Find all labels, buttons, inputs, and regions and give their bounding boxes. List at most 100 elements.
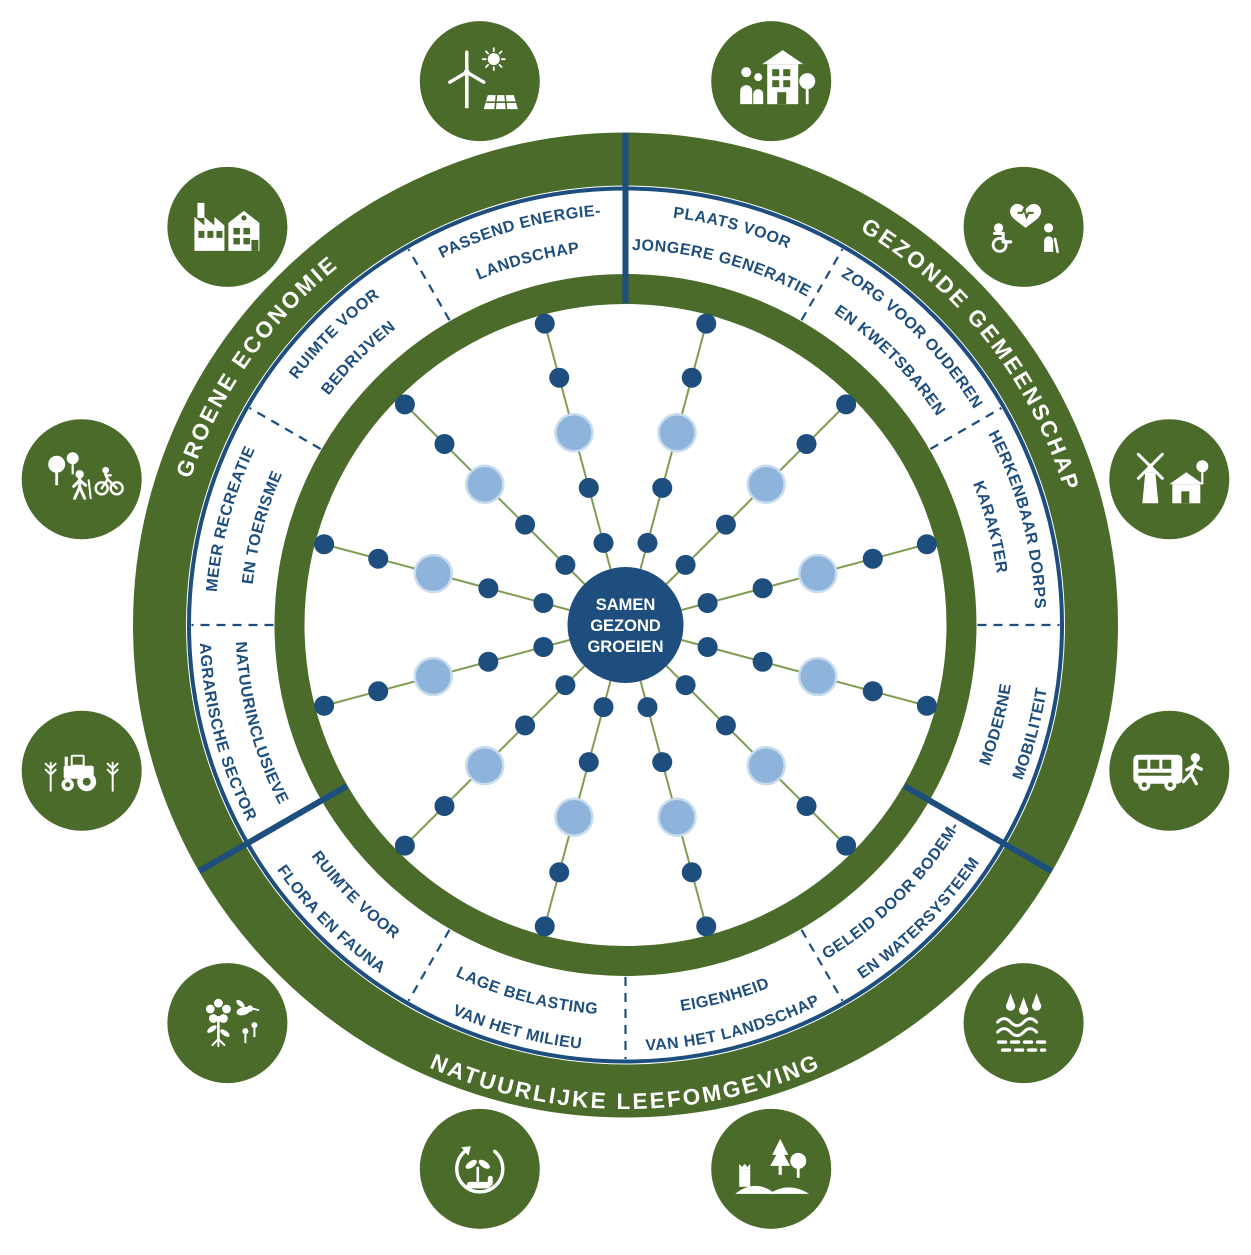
spoke-highlight-dot (413, 553, 454, 594)
spoke-dot (715, 514, 736, 535)
spoke-dot (394, 835, 415, 856)
spoke-dot (836, 835, 857, 856)
spoke-dot (715, 715, 736, 736)
spoke-dot (515, 514, 536, 535)
spoke-highlight-dot (746, 745, 786, 786)
spoke-1 (637, 313, 717, 570)
spoke-2 (665, 394, 857, 585)
spoke-5 (665, 665, 857, 856)
bus-mobility-icon (1109, 710, 1230, 831)
spoke-dot (696, 916, 717, 937)
village-windmill-icon (1109, 419, 1230, 540)
spoke-dot (578, 477, 599, 498)
spoke-dot (675, 554, 696, 575)
recreation-icon (21, 419, 142, 540)
spoke-highlight-dot (413, 656, 454, 697)
spoke-highlight-dot (465, 745, 505, 786)
spoke-8 (394, 665, 586, 856)
segment-label: MODERNE (977, 682, 1015, 768)
spoke-9 (314, 637, 570, 716)
spoke-dot (533, 637, 554, 657)
segment-label: LANDSCHAP (474, 240, 581, 284)
spoke-6 (637, 680, 717, 937)
spoke-dot (752, 578, 773, 599)
spoke-dot (652, 752, 673, 773)
spoke-dot (862, 681, 883, 702)
soil-water-icon (963, 963, 1084, 1084)
spoke-dot (593, 532, 614, 553)
spoke-dot (314, 695, 335, 716)
spoke-dot (434, 433, 455, 454)
spoke-dot (368, 681, 389, 702)
spoke-dot (478, 651, 499, 672)
healthcare-icon (963, 166, 1084, 287)
spoke-dot (478, 578, 499, 599)
tractor-agriculture-icon (21, 710, 142, 831)
spoke-dot (675, 675, 696, 696)
segment-divider (407, 248, 451, 321)
spoke-dot (368, 548, 389, 569)
center-circle (567, 567, 684, 683)
spoke-dot (637, 697, 658, 718)
icon-circle (167, 963, 288, 1084)
icon-circle (963, 166, 1084, 287)
spoke-dot (836, 394, 857, 415)
icon-circle (1109, 419, 1230, 540)
spoke-dot (578, 752, 599, 773)
segment-label: KARAKTER (969, 479, 1010, 575)
spoke-dot (697, 637, 718, 657)
spoke-dot (796, 433, 817, 454)
spoke-dot (916, 534, 937, 555)
spoke-highlight-dot (554, 797, 594, 837)
icon-circle (21, 419, 142, 540)
landscape-trees-icon (711, 1108, 832, 1229)
icon-circle (711, 1108, 832, 1229)
segment-divider (249, 407, 322, 450)
spoke-dot (555, 675, 576, 696)
section-divider (197, 783, 349, 874)
spoke-highlight-dot (797, 656, 838, 697)
flora-fauna-icon (167, 963, 288, 1084)
spoke-dot (533, 593, 554, 613)
spoke-dot (681, 367, 702, 388)
family-housing-icon (711, 21, 832, 142)
spoke-3 (681, 534, 937, 613)
spoke-highlight-dot (657, 797, 697, 837)
spoke-dot (593, 697, 614, 718)
spoke-dot (515, 715, 536, 736)
segment-divider (407, 929, 451, 1002)
spoke-dot (796, 796, 817, 817)
circular-economy-icon (419, 1108, 540, 1229)
spoke-10 (314, 534, 570, 613)
spoke-highlight-dot (797, 553, 838, 594)
spoke-dot (434, 796, 455, 817)
spoke-dot (862, 548, 883, 569)
segment-label: EIGENHEID (679, 975, 772, 1015)
spoke-dot (697, 593, 718, 613)
factory-icon (167, 166, 288, 287)
icon-circle (419, 1108, 540, 1229)
segment-divider (800, 248, 844, 321)
segment-label: EN TOERISME (240, 468, 286, 585)
spoke-dot (394, 394, 415, 415)
wind-solar-energy-icon (419, 21, 540, 142)
spoke-12 (534, 313, 614, 570)
spoke-dot (534, 313, 555, 334)
spoke-highlight-dot (554, 413, 594, 453)
spoke-dot (696, 313, 717, 334)
spoke-highlight-dot (465, 464, 505, 505)
segment-divider (800, 929, 844, 1002)
spoke-11 (394, 394, 586, 585)
spoke-dot (549, 862, 570, 883)
segment-divider (929, 407, 1002, 450)
spoke-dot (652, 477, 673, 498)
spoke-dot (752, 651, 773, 672)
spoke-dot (916, 695, 937, 716)
section-divider (902, 783, 1054, 874)
spoke-dot (555, 554, 576, 575)
spoke-highlight-dot (657, 413, 697, 453)
spoke-dot (637, 532, 658, 553)
